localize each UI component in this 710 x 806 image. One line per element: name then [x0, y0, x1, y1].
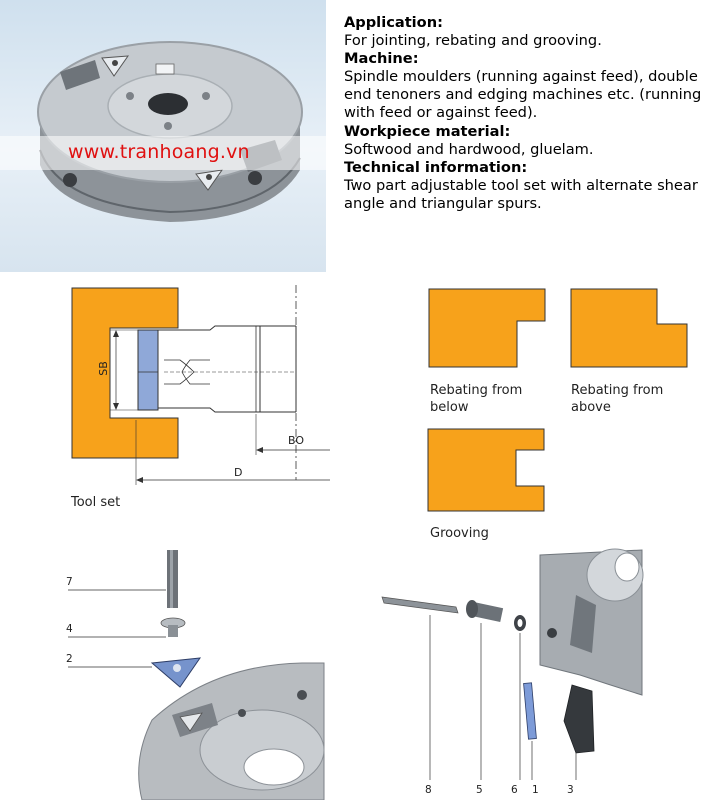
exploded-view-knife — [381, 548, 644, 780]
watermark-band — [0, 136, 326, 170]
cutter-head-illustration — [37, 41, 303, 222]
heading-application: Application: — [344, 14, 443, 31]
part-label-8: 8 — [425, 784, 432, 796]
part-label-1: 1 — [532, 784, 539, 796]
text-machine: Spindle moulders (running against feed),… — [344, 68, 702, 122]
part-label-4: 4 — [66, 623, 73, 635]
label-rebating-below: Rebating from below — [430, 383, 523, 415]
heading-machine: Machine: — [344, 50, 419, 68]
dim-label-d: D — [234, 466, 243, 479]
part-label-3: 3 — [567, 784, 574, 796]
heading-workpiece-material: Workpiece material: — [344, 122, 511, 140]
label-rebating-above: Rebating from above — [571, 383, 664, 415]
part-label-2: 2 — [66, 653, 73, 665]
watermark-text: www.tranhoang.vn — [68, 141, 250, 163]
heading-technical-information: Technical information: — [344, 158, 528, 176]
part-label-7: 7 — [66, 576, 73, 588]
part-label-5: 5 — [476, 784, 483, 796]
text-application: For jointing, rebating and grooving. — [344, 32, 602, 50]
profile-rebating-above — [570, 288, 688, 368]
dim-label-bo: BO — [288, 434, 305, 447]
part-label-6: 6 — [511, 784, 518, 796]
text-technical-information: Two part adjustable tool set with altern… — [344, 176, 698, 212]
label-grooving: Grooving — [430, 526, 489, 541]
dim-label-sb: SB — [96, 361, 110, 376]
exploded-view-spur — [68, 550, 325, 800]
text-workpiece-material: Softwood and hardwood, gluelam. — [344, 140, 594, 158]
tool-set-diagram — [71, 285, 330, 485]
profile-rebating-below — [428, 288, 546, 368]
product-description: Application: For jointing, rebating and … — [344, 14, 704, 213]
profile-grooving — [427, 428, 545, 512]
tool-set-caption: Tool set — [71, 495, 121, 510]
